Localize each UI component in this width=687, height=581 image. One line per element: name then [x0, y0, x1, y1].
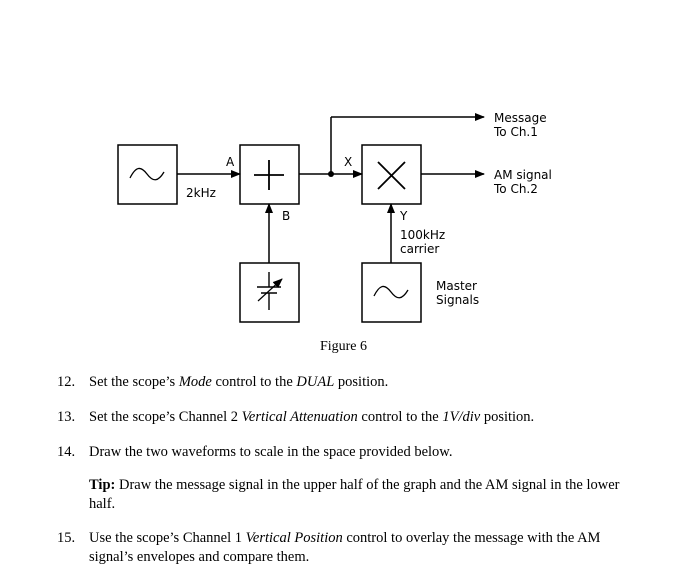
tip-label: Tip:: [89, 477, 116, 493]
label-input-b: B: [282, 209, 290, 223]
tip-note: Tip: Draw the message signal in the uppe…: [89, 476, 629, 514]
connection-wires: [177, 113, 485, 263]
dual-term: DUAL: [296, 374, 335, 390]
adder-block: [239, 144, 300, 205]
volts-per-div-term: 1V/div: [442, 409, 481, 425]
label-message-ch1: To Ch.1: [493, 125, 538, 139]
label-signals: Signals: [436, 293, 479, 307]
multiplier-block: [361, 144, 422, 205]
label-master: Master: [436, 279, 477, 293]
label-carrier: carrier: [400, 242, 439, 256]
junction-dot: [328, 171, 334, 177]
plus-icon: [254, 160, 284, 190]
label-2khz: 2kHz: [186, 186, 216, 200]
label-input-a: A: [226, 155, 235, 169]
label-input-x: X: [344, 155, 352, 169]
step-number: 14.: [57, 444, 76, 460]
step-text: Use the scope’s Channel 1 Vertical Posit…: [89, 530, 601, 565]
variable-dc-icon: [257, 272, 283, 310]
figure-caption: Figure 6: [319, 339, 368, 354]
oscillator-2khz-block: [117, 144, 178, 205]
step-text: Set the scope’s Channel 2 Vertical Atten…: [89, 409, 535, 425]
variable-dc-block: [239, 262, 300, 323]
label-carrier-freq: 100kHz: [400, 228, 445, 242]
label-input-y: Y: [399, 209, 408, 223]
label-am-ch2: To Ch.2: [493, 182, 538, 196]
vertical-attenuation-term: Vertical Attenuation: [241, 409, 358, 425]
step-number: 13.: [57, 409, 76, 425]
step-number: 12.: [57, 374, 76, 390]
vertical-position-term: Vertical Position: [245, 530, 343, 546]
block-diagram: A B X Y 2kHz 100kHz carrier Message To C…: [117, 111, 552, 323]
label-am-signal: AM signal: [494, 168, 552, 182]
tip-text: Draw the message signal in the upper hal…: [89, 477, 620, 512]
mode-term: Mode: [178, 374, 212, 390]
step-number: 15.: [57, 530, 76, 546]
sine-wave-icon: [373, 285, 409, 299]
step-text: Set the scope’s Mode control to the DUAL…: [89, 374, 389, 390]
multiply-icon: [377, 161, 406, 190]
sine-wave-icon: [129, 167, 165, 181]
oscillator-100khz-block: [361, 262, 422, 323]
step-text: Draw the two waveforms to scale in the s…: [89, 444, 453, 460]
label-message: Message: [494, 111, 547, 125]
